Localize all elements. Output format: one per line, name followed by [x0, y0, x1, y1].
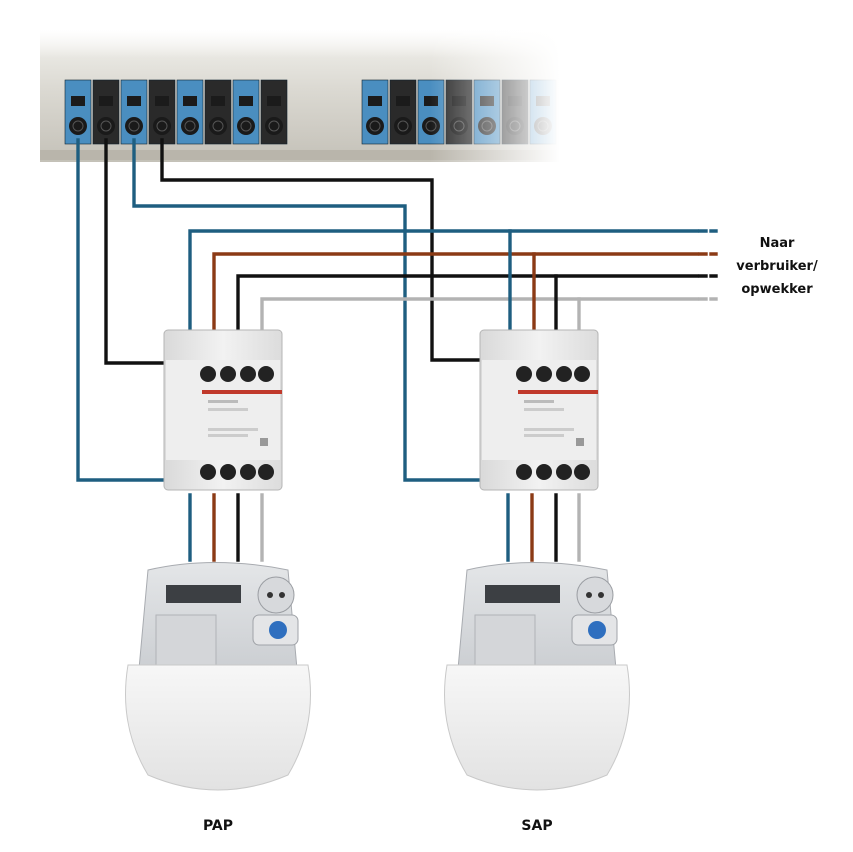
wire-strip-black-to-right-contactor	[160, 138, 556, 362]
destination-label: Naar verbruiker/ opwekker	[722, 232, 832, 301]
wire-strip-blue-to-right-contactor	[132, 138, 554, 482]
terminal-strip	[40, 30, 560, 162]
destination-label-line-2: verbruiker/	[736, 259, 818, 274]
meter-label-sap: SAP	[521, 818, 553, 834]
energy-meter-left	[125, 562, 311, 791]
destination-label-line-1: Naar	[759, 236, 795, 251]
energy-meter-right	[444, 562, 630, 791]
terminal-block	[120, 79, 148, 145]
wire-bus-l3	[236, 274, 699, 332]
wire-bus-neutral	[260, 297, 699, 332]
terminal-block	[64, 79, 92, 145]
terminal-block	[232, 79, 260, 145]
terminal-block	[176, 79, 204, 145]
terminal-block	[204, 79, 232, 145]
destination-label-line-3: opwekker	[741, 282, 813, 297]
contactor-left	[163, 329, 283, 491]
terminal-block	[389, 79, 417, 145]
meter-label-pap: PAP	[202, 818, 234, 834]
contactor-right	[479, 329, 599, 491]
terminal-block	[260, 79, 288, 145]
terminal-block	[148, 79, 176, 145]
wire-bus-l2	[212, 252, 699, 332]
wire-bus-l1	[188, 229, 699, 332]
terminal-block	[361, 79, 389, 145]
terminal-block	[92, 79, 120, 145]
